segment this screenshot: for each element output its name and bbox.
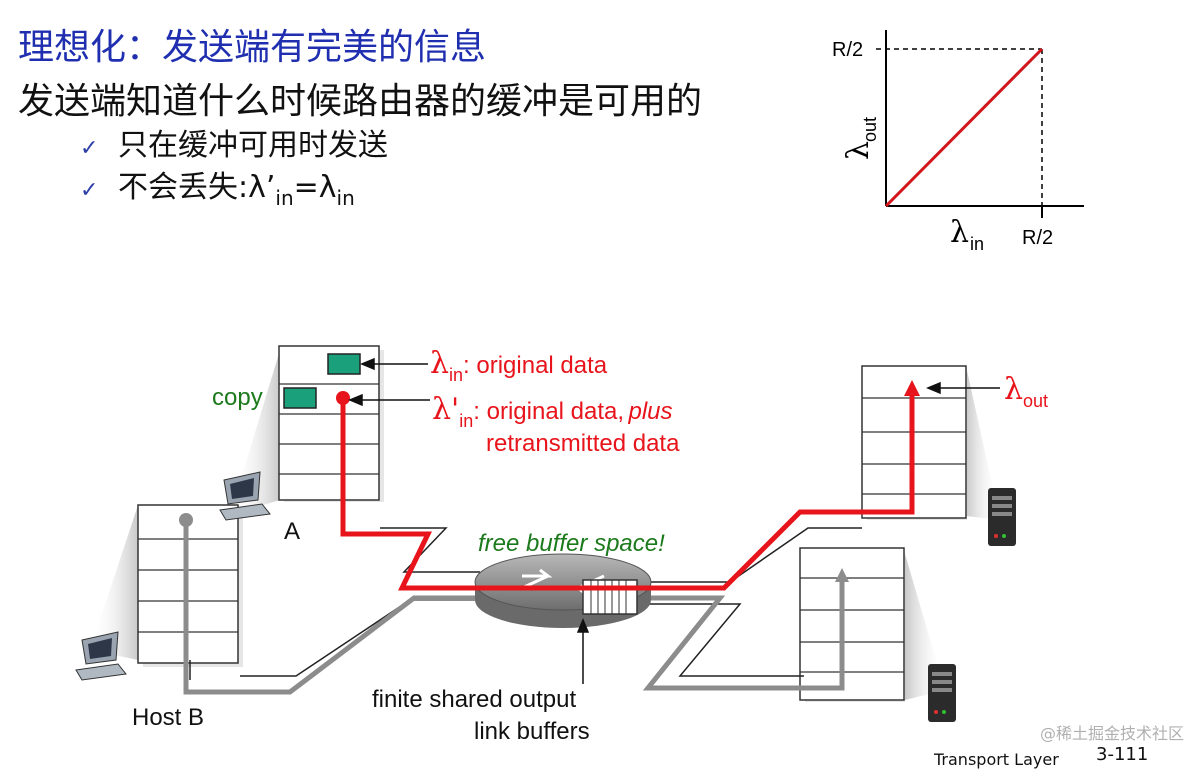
bullet-2: ✓不会丢失:λ’in=λin	[80, 162, 355, 210]
packet-original	[327, 353, 361, 375]
host-b-path-start	[179, 513, 193, 527]
host-a-shadow	[230, 350, 280, 515]
finite-buffers-line2: link buffers	[474, 718, 590, 745]
gray-arrow-head	[835, 568, 849, 582]
bullet-2-eq: =λ	[293, 170, 337, 205]
graph-x-label: λ	[950, 215, 969, 250]
svg-text:λ: λ	[841, 141, 876, 160]
free-buffer-label: free buffer space!	[478, 530, 665, 557]
router-output-buffer	[582, 579, 638, 615]
host-b-shadow	[90, 505, 138, 660]
bullet-1-text: 只在缓冲可用时发送	[118, 128, 388, 163]
slide-title: 理想化：发送端有完美的信息	[18, 27, 487, 68]
server-bottom-shadow	[905, 554, 945, 700]
check-icon: ✓	[80, 178, 99, 203]
page-number: 3-111	[1096, 744, 1149, 765]
annotation-arrows	[348, 357, 1000, 684]
watermark: @稀土掘金技术社区	[1039, 724, 1184, 743]
copy-label: copy	[212, 384, 263, 411]
footer-label: Transport Layer	[934, 750, 1059, 769]
receiver-bottom-buffer-stack	[799, 547, 905, 702]
lambda-out-label: λout	[1004, 372, 1049, 411]
graph-throughput-line	[884, 47, 1044, 208]
finite-buffers-line1: finite shared output	[372, 686, 577, 713]
throughput-graph: R/2 R/2 λ out λ in	[832, 30, 1084, 254]
lambda-in-prime-label: λ'in: original data, plus	[432, 392, 673, 431]
red-arrow-head	[904, 380, 920, 396]
host-a-buffer-stack	[278, 345, 384, 502]
server-icon-top	[988, 488, 1016, 546]
check-icon: ✓	[80, 136, 99, 161]
bullet-2-sub-b: in	[336, 186, 355, 210]
host-a-red-path	[340, 392, 915, 591]
graph-x-tick: R/2	[1022, 227, 1053, 249]
host-a-label: A	[284, 518, 301, 545]
graph-y-tick: R/2	[832, 39, 863, 61]
host-b-label: Host B	[132, 704, 205, 731]
bullet-1: ✓ 只在缓冲可用时发送	[80, 120, 388, 164]
red-path-start	[336, 391, 350, 405]
packet-copy	[283, 387, 317, 409]
computer-icon-host-b	[75, 631, 127, 681]
retransmitted-label: retransmitted data	[486, 430, 680, 457]
computer-icon-host-a	[219, 471, 271, 521]
graph-x-label-sub: in	[970, 234, 984, 254]
graph-y-label: λ out	[841, 117, 880, 160]
bullet-2-sub-a: in	[275, 186, 294, 210]
host-b-buffer-stack	[137, 504, 243, 667]
bullet-2-text: 不会丢失:	[118, 170, 249, 205]
server-top-shadow	[966, 366, 1000, 520]
server-icon-bottom	[928, 664, 956, 722]
slide-subtitle: 发送端知道什么时候路由器的缓冲是可用的	[18, 81, 703, 122]
lambda-in-label: λin: original data	[430, 346, 608, 385]
bullet-2-lambda: λ’	[248, 170, 276, 205]
svg-text:out: out	[860, 117, 880, 142]
